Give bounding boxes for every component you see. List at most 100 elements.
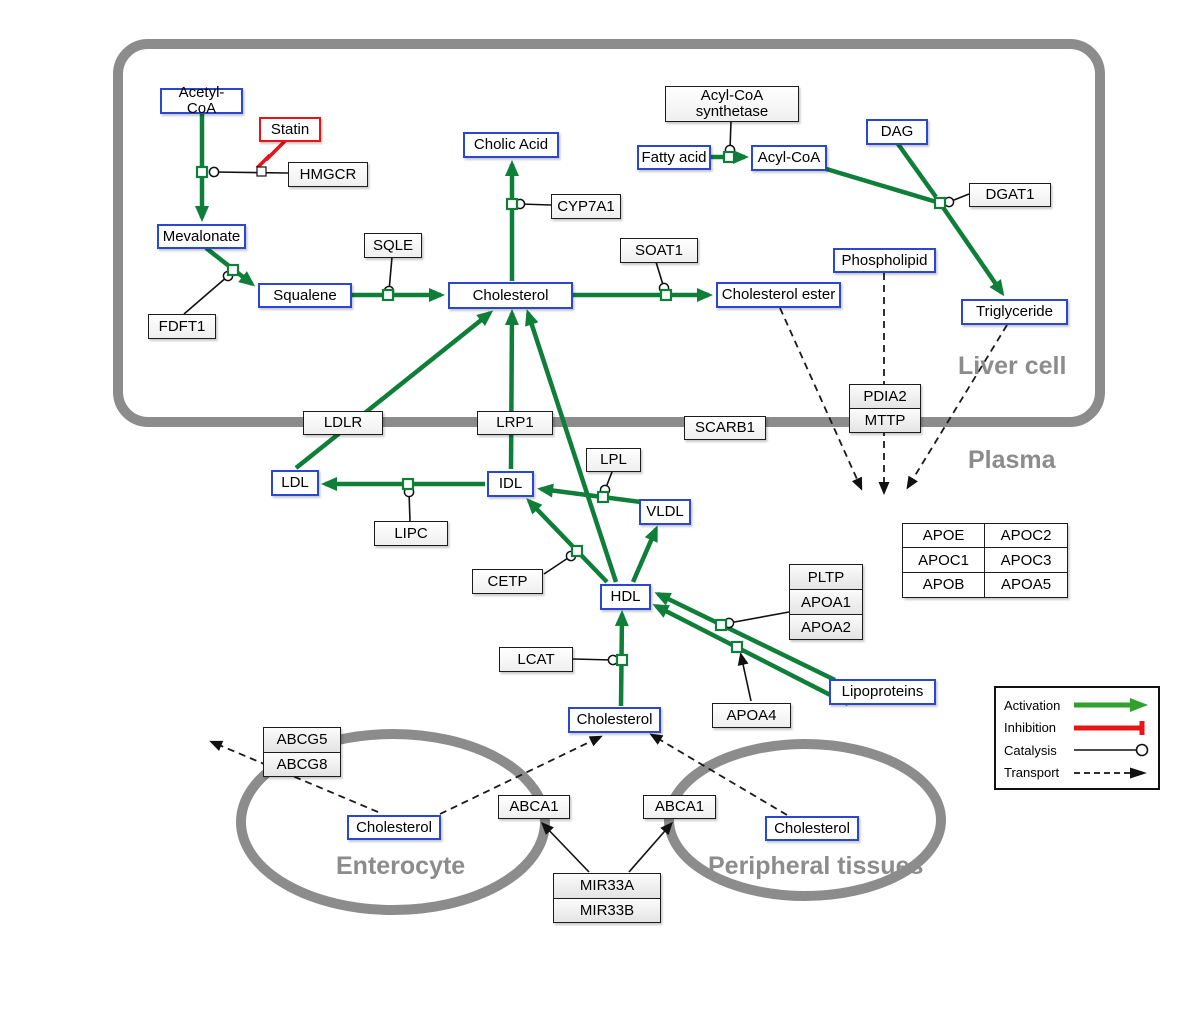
edge-lpl-catalysis [599, 471, 613, 496]
node-acyl-coa[interactable]: Acyl-CoA [751, 145, 827, 171]
reaction-node-cyp7a1 [505, 197, 519, 211]
node-cholesterol-liver[interactable]: Cholesterol [448, 282, 573, 309]
inhibition-edges [255, 139, 287, 170]
reaction-node-acylcoasynthetase [722, 150, 736, 164]
node-vldl[interactable]: VLDL [639, 499, 691, 525]
node-mttp[interactable]: MTTP [849, 409, 921, 433]
node-scarb1[interactable]: SCARB1 [684, 416, 766, 440]
node-mir33a[interactable]: MIR33A [553, 873, 661, 899]
node-cholesterol-peripheral[interactable]: Cholesterol [765, 816, 859, 841]
reaction-node-hmgcr [195, 165, 209, 179]
legend: Activation Inhibition Catalysis Transpor… [994, 686, 1160, 790]
reaction-node-sqle [381, 288, 395, 302]
node-idl[interactable]: IDL [487, 471, 534, 497]
node-soat1[interactable]: SOAT1 [620, 238, 698, 263]
node-cholesterol-plasma[interactable]: Cholesterol [568, 707, 661, 733]
node-lipoproteins[interactable]: Lipoproteins [829, 679, 936, 705]
edge-peripheral-abca1-plasma [649, 733, 788, 816]
node-hmgcr[interactable]: HMGCR [288, 162, 368, 187]
legend-row-catalysis: Catalysis [1004, 739, 1152, 762]
node-cholic-acid[interactable]: Cholic Acid [463, 132, 559, 158]
node-lcat[interactable]: LCAT [499, 647, 573, 672]
legend-catalysis-label: Catalysis [1004, 742, 1057, 758]
reaction-node-apoa4 [730, 640, 744, 654]
legend-activation-label: Activation [1004, 697, 1061, 713]
transport-symbol-icon [1074, 767, 1147, 779]
inhibition-symbol-icon [1074, 720, 1145, 735]
apo-cell[interactable]: APOC2 [984, 522, 1068, 549]
node-abca1-right[interactable]: ABCA1 [643, 795, 716, 819]
reaction-nodes [195, 150, 947, 667]
node-mevalonate[interactable]: Mevalonate [157, 224, 246, 249]
apo-cell[interactable]: APOE [901, 522, 986, 549]
node-lipc[interactable]: LIPC [374, 521, 448, 546]
node-phospholipid[interactable]: Phospholipid [833, 248, 936, 273]
node-dgat1[interactable]: DGAT1 [969, 183, 1051, 207]
edge-cetp-catalysis [543, 550, 577, 575]
reaction-node-fdft1 [226, 263, 240, 277]
pdia2-mttp-stack: PDIA2 MTTP [849, 384, 921, 433]
legend-transport-label: Transport [1004, 765, 1060, 781]
node-apoa1[interactable]: APOA1 [789, 590, 863, 615]
node-triglyceride[interactable]: Triglyceride [961, 299, 1068, 325]
node-acetyl-coa[interactable]: Acetyl-CoA [160, 85, 243, 116]
node-hdl[interactable]: HDL [600, 584, 651, 610]
node-ldlr[interactable]: LDLR [303, 411, 383, 435]
node-fdft1[interactable]: FDFT1 [148, 314, 216, 339]
node-pdia2[interactable]: PDIA2 [849, 384, 921, 409]
node-squalene[interactable]: Squalene [258, 283, 352, 308]
reaction-node-dgat1 [933, 196, 947, 210]
apolipoprotein-table: APOE APOC2 APOC1 APOC3 APOB APOA5 [901, 522, 1068, 598]
catalysis-edges [183, 120, 970, 873]
node-abcg8[interactable]: ABCG8 [263, 752, 341, 777]
edge-hdl-liver-cholesterol [525, 309, 619, 583]
edge-enterocyte-abca1-plasma [439, 735, 603, 815]
edge-triglyceride-plasma [906, 324, 1008, 490]
node-mir33b[interactable]: MIR33B [553, 898, 661, 923]
node-pltp[interactable]: PLTP [789, 564, 863, 590]
apo-cell[interactable]: APOB [901, 571, 986, 598]
node-fatty-acid[interactable]: Fatty acid [637, 145, 711, 170]
apo-cell[interactable]: APOC3 [984, 547, 1068, 574]
node-lrp1[interactable]: LRP1 [477, 411, 553, 435]
edge-lipc-catalysis [403, 486, 415, 522]
reaction-node-lcat [615, 653, 629, 667]
edge-apoa4-catalysis [737, 652, 752, 702]
peripheral-tissues-membrane [664, 739, 946, 901]
node-cetp[interactable]: CETP [472, 569, 543, 594]
node-statin[interactable]: Statin [259, 117, 321, 142]
node-cyp7a1[interactable]: CYP7A1 [551, 194, 621, 219]
reaction-node-soat1 [659, 288, 673, 302]
apo-cell[interactable]: APOA5 [984, 571, 1068, 598]
edge-vldl-idl [537, 483, 642, 505]
node-lpl[interactable]: LPL [586, 448, 641, 472]
transport-edges [209, 273, 1008, 816]
reaction-node-cetp [570, 544, 584, 558]
node-abcg5[interactable]: ABCG5 [263, 727, 341, 753]
edge-sqle-catalysis [383, 256, 395, 297]
mir33-stack: MIR33A MIR33B [553, 873, 661, 923]
edge-lcat-catalysis [572, 654, 619, 666]
edge-acylcoasynthetase-catalysis [724, 120, 736, 156]
apo-cell[interactable]: APOC1 [901, 547, 986, 574]
node-ldl[interactable]: LDL [271, 470, 319, 496]
edge-pltp-stack-catalysis [723, 611, 790, 629]
node-dag[interactable]: DAG [866, 119, 928, 145]
node-sqle[interactable]: SQLE [364, 233, 422, 258]
node-abca1-left[interactable]: ABCA1 [498, 795, 570, 819]
node-apoa2[interactable]: APOA2 [789, 615, 863, 640]
liver-cell-label: Liver cell [958, 352, 1067, 380]
legend-row-activation: Activation [1004, 694, 1152, 717]
node-acyl-coa-synthetase[interactable]: Acyl-CoA synthetase [665, 86, 799, 122]
activation-symbol-icon [1074, 698, 1148, 713]
node-cholesterol-enterocyte[interactable]: Cholesterol [347, 815, 441, 840]
node-apoa4[interactable]: APOA4 [712, 703, 791, 728]
node-cholesterol-ester[interactable]: Cholesterol ester [716, 282, 841, 308]
edge-mir33-abca1-right [628, 821, 673, 873]
reaction-node-pltp [714, 618, 728, 632]
legend-inhibition-label: Inhibition [1004, 720, 1057, 736]
edge-mir33-abca1-left [540, 821, 590, 873]
enterocyte-label: Enterocyte [336, 852, 466, 880]
inhibition-target-node [256, 166, 267, 177]
